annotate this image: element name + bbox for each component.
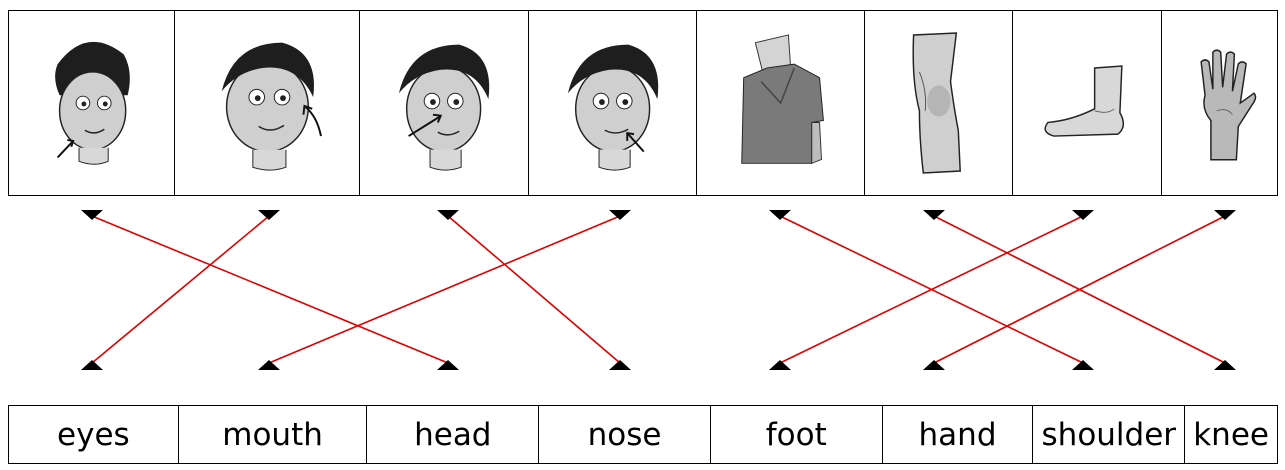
foot-icon xyxy=(1044,65,1124,137)
picture-cell-1 xyxy=(9,11,176,195)
picture-cell-6 xyxy=(865,11,1013,195)
boy-face-arrow-chin-icon xyxy=(55,41,130,165)
picture-cell-3 xyxy=(360,11,529,195)
top-marker-8 xyxy=(1214,210,1236,220)
picture-cell-4 xyxy=(529,11,697,195)
match-line-7 xyxy=(779,215,1084,364)
word-cell-foot: foot xyxy=(711,406,883,463)
top-marker-6 xyxy=(923,210,945,220)
picture-row xyxy=(8,10,1278,196)
word-row: eyes mouth head nose foot hand shoulder … xyxy=(8,405,1278,464)
shoulder-icon xyxy=(741,34,824,165)
top-marker-3 xyxy=(437,210,459,220)
bottom-marker-3 xyxy=(437,360,459,370)
bottom-marker-7 xyxy=(1072,360,1094,370)
boy-face-arrow-nose-icon xyxy=(399,44,490,171)
word-cell-head: head xyxy=(367,406,540,463)
top-marker-5 xyxy=(769,210,791,220)
picture-cell-2 xyxy=(175,11,361,195)
bottom-marker-1 xyxy=(81,360,103,370)
match-line-2 xyxy=(91,215,270,364)
bottom-marker-4 xyxy=(609,360,631,370)
word-cell-eyes: eyes xyxy=(9,406,179,463)
top-marker-7 xyxy=(1072,210,1094,220)
match-line-3 xyxy=(447,215,621,364)
match-line-6 xyxy=(933,215,1226,364)
picture-cell-8 xyxy=(1162,11,1277,195)
bottom-marker-2 xyxy=(258,360,280,370)
knee-icon xyxy=(912,32,962,174)
bottom-marker-5 xyxy=(769,360,791,370)
bottom-marker-6 xyxy=(923,360,945,370)
top-marker-4 xyxy=(609,210,631,220)
word-cell-hand: hand xyxy=(883,406,1034,463)
boy-face-arrow-mouth-icon xyxy=(567,44,658,171)
match-line-1 xyxy=(91,215,449,364)
word-cell-nose: nose xyxy=(539,406,711,463)
word-cell-shoulder: shoulder xyxy=(1033,406,1186,463)
bottom-marker-8 xyxy=(1214,360,1236,370)
word-cell-knee: knee xyxy=(1193,416,1269,453)
word-cell-mouth: mouth xyxy=(179,406,368,463)
picture-cell-7 xyxy=(1013,11,1162,195)
top-marker-1 xyxy=(81,210,103,220)
boy-face-arrow-ear-icon xyxy=(222,42,323,171)
match-line-4 xyxy=(268,215,621,364)
hand-icon xyxy=(1199,49,1256,161)
match-line-5 xyxy=(779,215,1084,364)
match-line-8 xyxy=(933,215,1226,364)
picture-cell-5 xyxy=(697,11,866,195)
top-marker-2 xyxy=(258,210,280,220)
